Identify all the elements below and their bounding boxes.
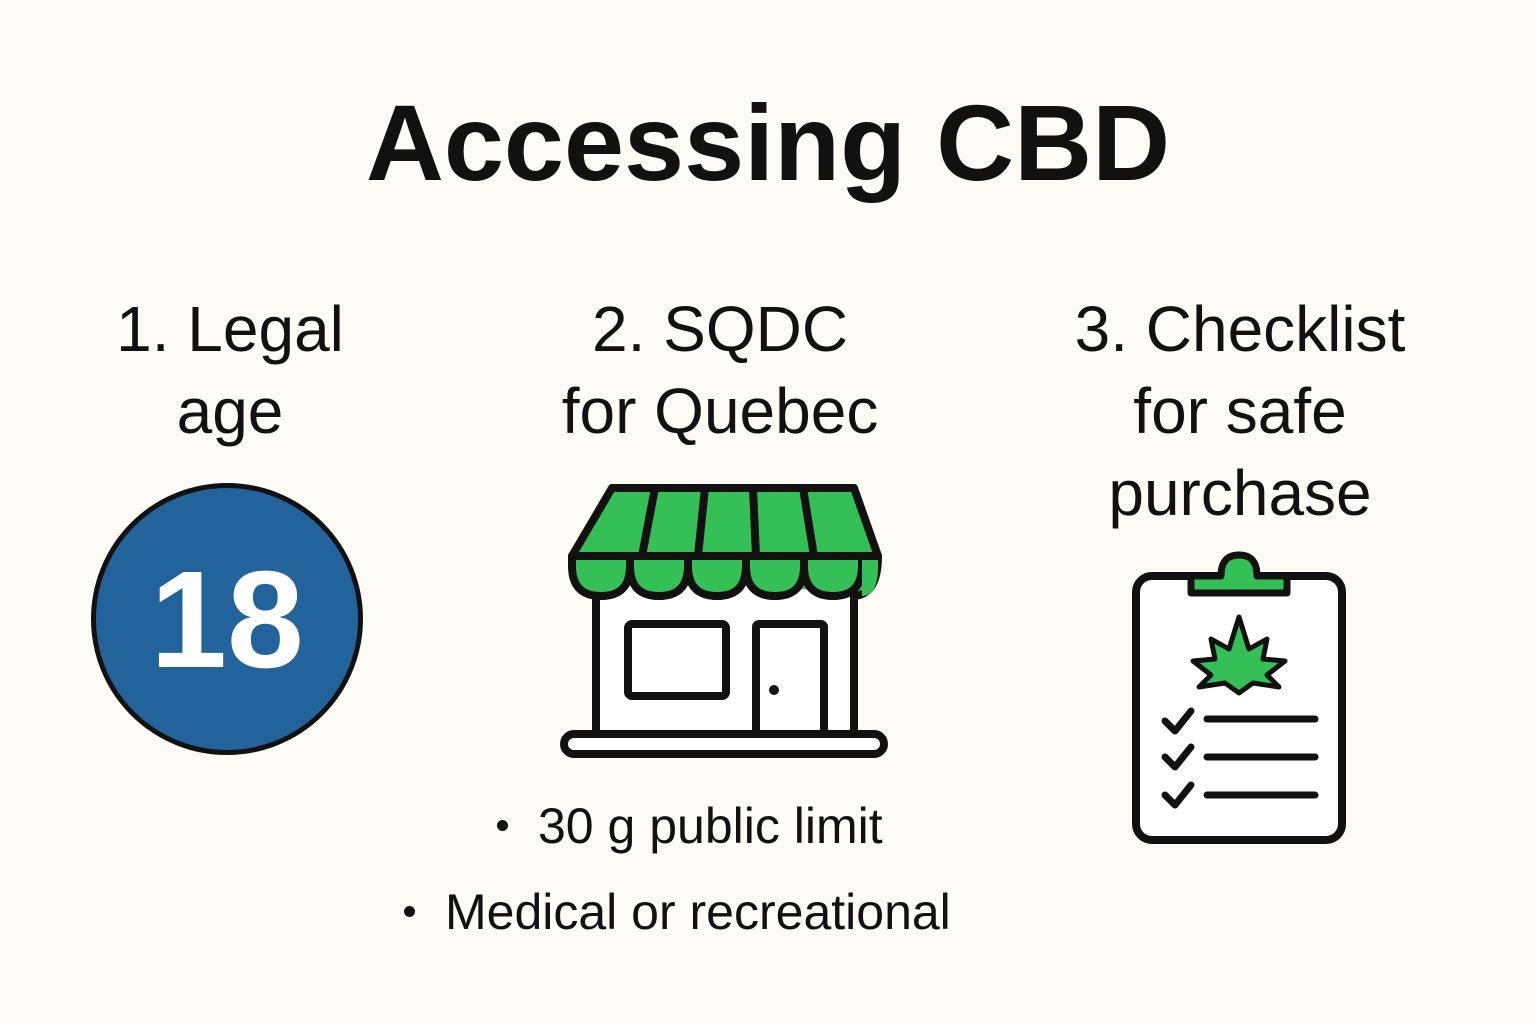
step-3-heading-line-2: for safe [1133, 375, 1347, 447]
clipboard-checklist-icon [1132, 551, 1346, 844]
cannabis-leaf-icon [1190, 614, 1288, 696]
step-2-heading-line-1: 2. SQDC [591, 293, 849, 365]
bullet-item: Medical or recreational [404, 880, 951, 944]
bullet-text: Medical or recreational [445, 884, 951, 940]
age-18-badge: 18 [91, 483, 363, 755]
step-1-heading: 1. Legal age [60, 288, 400, 452]
checkmark-icon [1161, 707, 1195, 735]
step-3-heading-line-3: purchase [1108, 457, 1372, 529]
step-3-heading-line-1: 3. Checklist [1074, 293, 1406, 365]
step-2-heading: 2. SQDC for Quebec [520, 288, 920, 452]
store-icon [560, 484, 888, 758]
page-title: Accessing CBD [365, 82, 1171, 203]
bullet-text: 30 g public limit [538, 798, 883, 854]
bullet-item: 30 g public limit [497, 794, 883, 858]
step-2-heading-line-2: for Quebec [561, 375, 879, 447]
step-1-heading-line-2: age [176, 375, 284, 447]
step-3-heading: 3. Checklist for safe purchase [1040, 288, 1440, 534]
checkmark-icon [1161, 743, 1195, 771]
step-1-heading-line-1: 1. Legal [116, 293, 344, 365]
bullet-dot-icon [404, 906, 415, 918]
bullet-dot-icon [497, 820, 508, 832]
checkmark-icon [1161, 781, 1195, 809]
age-number: 18 [150, 543, 304, 697]
